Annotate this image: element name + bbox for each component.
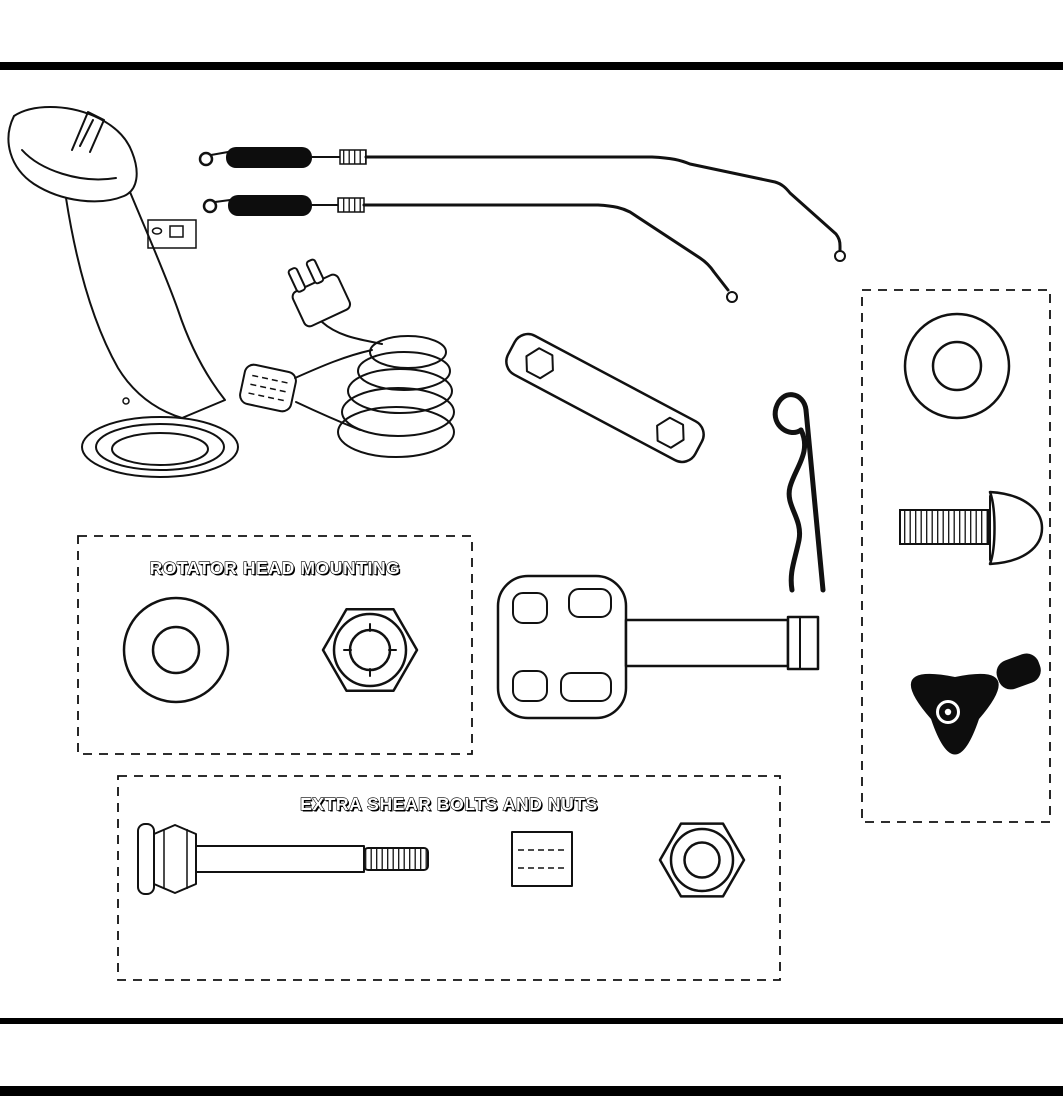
hex-flange-nut-icon bbox=[321, 608, 419, 692]
top-rule bbox=[0, 62, 1063, 70]
extra-shear-bolts-box: EXTRA SHEAR BOLTS AND NUTS EXTRA SHEAR B… bbox=[117, 775, 781, 981]
page-edge-rule bbox=[0, 1086, 1063, 1096]
upper-chute-cable-icon bbox=[198, 147, 846, 262]
hairpin-cotter-pin-icon bbox=[772, 392, 826, 593]
hex-nut-icon bbox=[658, 822, 746, 898]
extra-shear-bolts-label: EXTRA SHEAR BOLTS AND NUTS bbox=[300, 794, 598, 814]
chute-knob-icon bbox=[910, 653, 1041, 755]
ignition-key-icon bbox=[496, 574, 820, 720]
carriage-bolt-icon bbox=[899, 490, 1044, 566]
spacer-block-icon bbox=[511, 831, 573, 887]
rotator-head-mounting-label: ROTATOR HEAD MOUNTING bbox=[150, 558, 401, 578]
rotator-head-mounting-label-shadow: ROTATOR HEAD MOUNTING bbox=[151, 560, 402, 580]
chute-rotator-head-icon bbox=[7, 106, 239, 478]
power-cord-icon bbox=[239, 258, 455, 458]
extra-shear-bolts-label-shadow: EXTRA SHEAR BOLTS AND NUTS bbox=[302, 796, 600, 816]
lower-chute-cable-icon bbox=[202, 195, 738, 303]
flat-washer-icon bbox=[122, 596, 230, 704]
hardware-box bbox=[861, 289, 1051, 823]
bottom-rule bbox=[0, 1018, 1063, 1024]
rotator-head-mounting-box: ROTATOR HEAD MOUNTING ROTATOR HEAD MOUNT… bbox=[77, 535, 473, 755]
large-flat-washer-icon bbox=[903, 312, 1011, 420]
shear-bolt-icon bbox=[137, 823, 429, 895]
chute-tool-icon bbox=[505, 332, 705, 464]
